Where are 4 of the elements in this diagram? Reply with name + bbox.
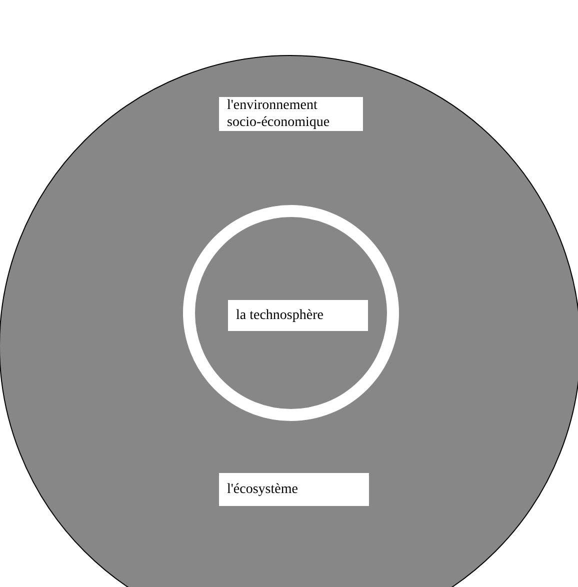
label-box: la technosphère [228,300,368,331]
label-box: l'environnement socio-économique [219,97,363,131]
label-box: l'écosystème [219,473,369,506]
ring [183,205,399,421]
